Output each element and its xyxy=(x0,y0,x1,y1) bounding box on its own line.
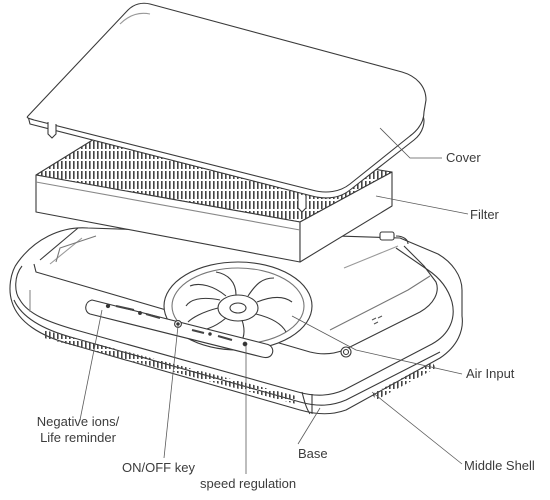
label-speed-regulation: speed regulation xyxy=(200,476,297,491)
label-filter: Filter xyxy=(470,207,499,222)
leader-air-input xyxy=(291,315,463,375)
side-vent xyxy=(372,362,436,400)
label-negative-ions: Negative ions/ Life reminder xyxy=(28,414,128,446)
leader-negative-ions xyxy=(79,309,103,421)
control-panel xyxy=(85,299,274,359)
leader-cover xyxy=(379,127,442,159)
speed-indicator xyxy=(242,341,248,347)
label-air-input: Air Input xyxy=(466,366,515,381)
cover-clip-left xyxy=(47,122,57,139)
leader-middle-shell xyxy=(371,391,463,465)
label-cover: Cover xyxy=(446,150,481,165)
cover-clip-right xyxy=(297,194,307,213)
leader-on-off-key xyxy=(163,325,179,459)
control-panel-strip xyxy=(85,299,274,359)
middle-shell-rim xyxy=(15,247,454,396)
label-middle-shell: Middle Shell xyxy=(464,458,535,473)
label-negative-ions-line2: Life reminder xyxy=(40,430,116,445)
leader-filter xyxy=(375,195,469,215)
negative-ions-indicator xyxy=(105,303,111,309)
label-base: Base xyxy=(298,446,328,461)
top-opening-rim xyxy=(33,245,438,355)
label-on-off-key: ON/OFF key xyxy=(122,460,195,475)
filter-side-face xyxy=(299,171,393,263)
leader-base xyxy=(297,407,321,445)
label-negative-ions-line1: Negative ions/ xyxy=(36,414,120,429)
cover-assembly xyxy=(26,2,427,213)
cover-top-face xyxy=(26,2,427,193)
vent-grille xyxy=(44,330,296,404)
leader-lines xyxy=(79,127,469,474)
fan-hub xyxy=(217,294,259,322)
